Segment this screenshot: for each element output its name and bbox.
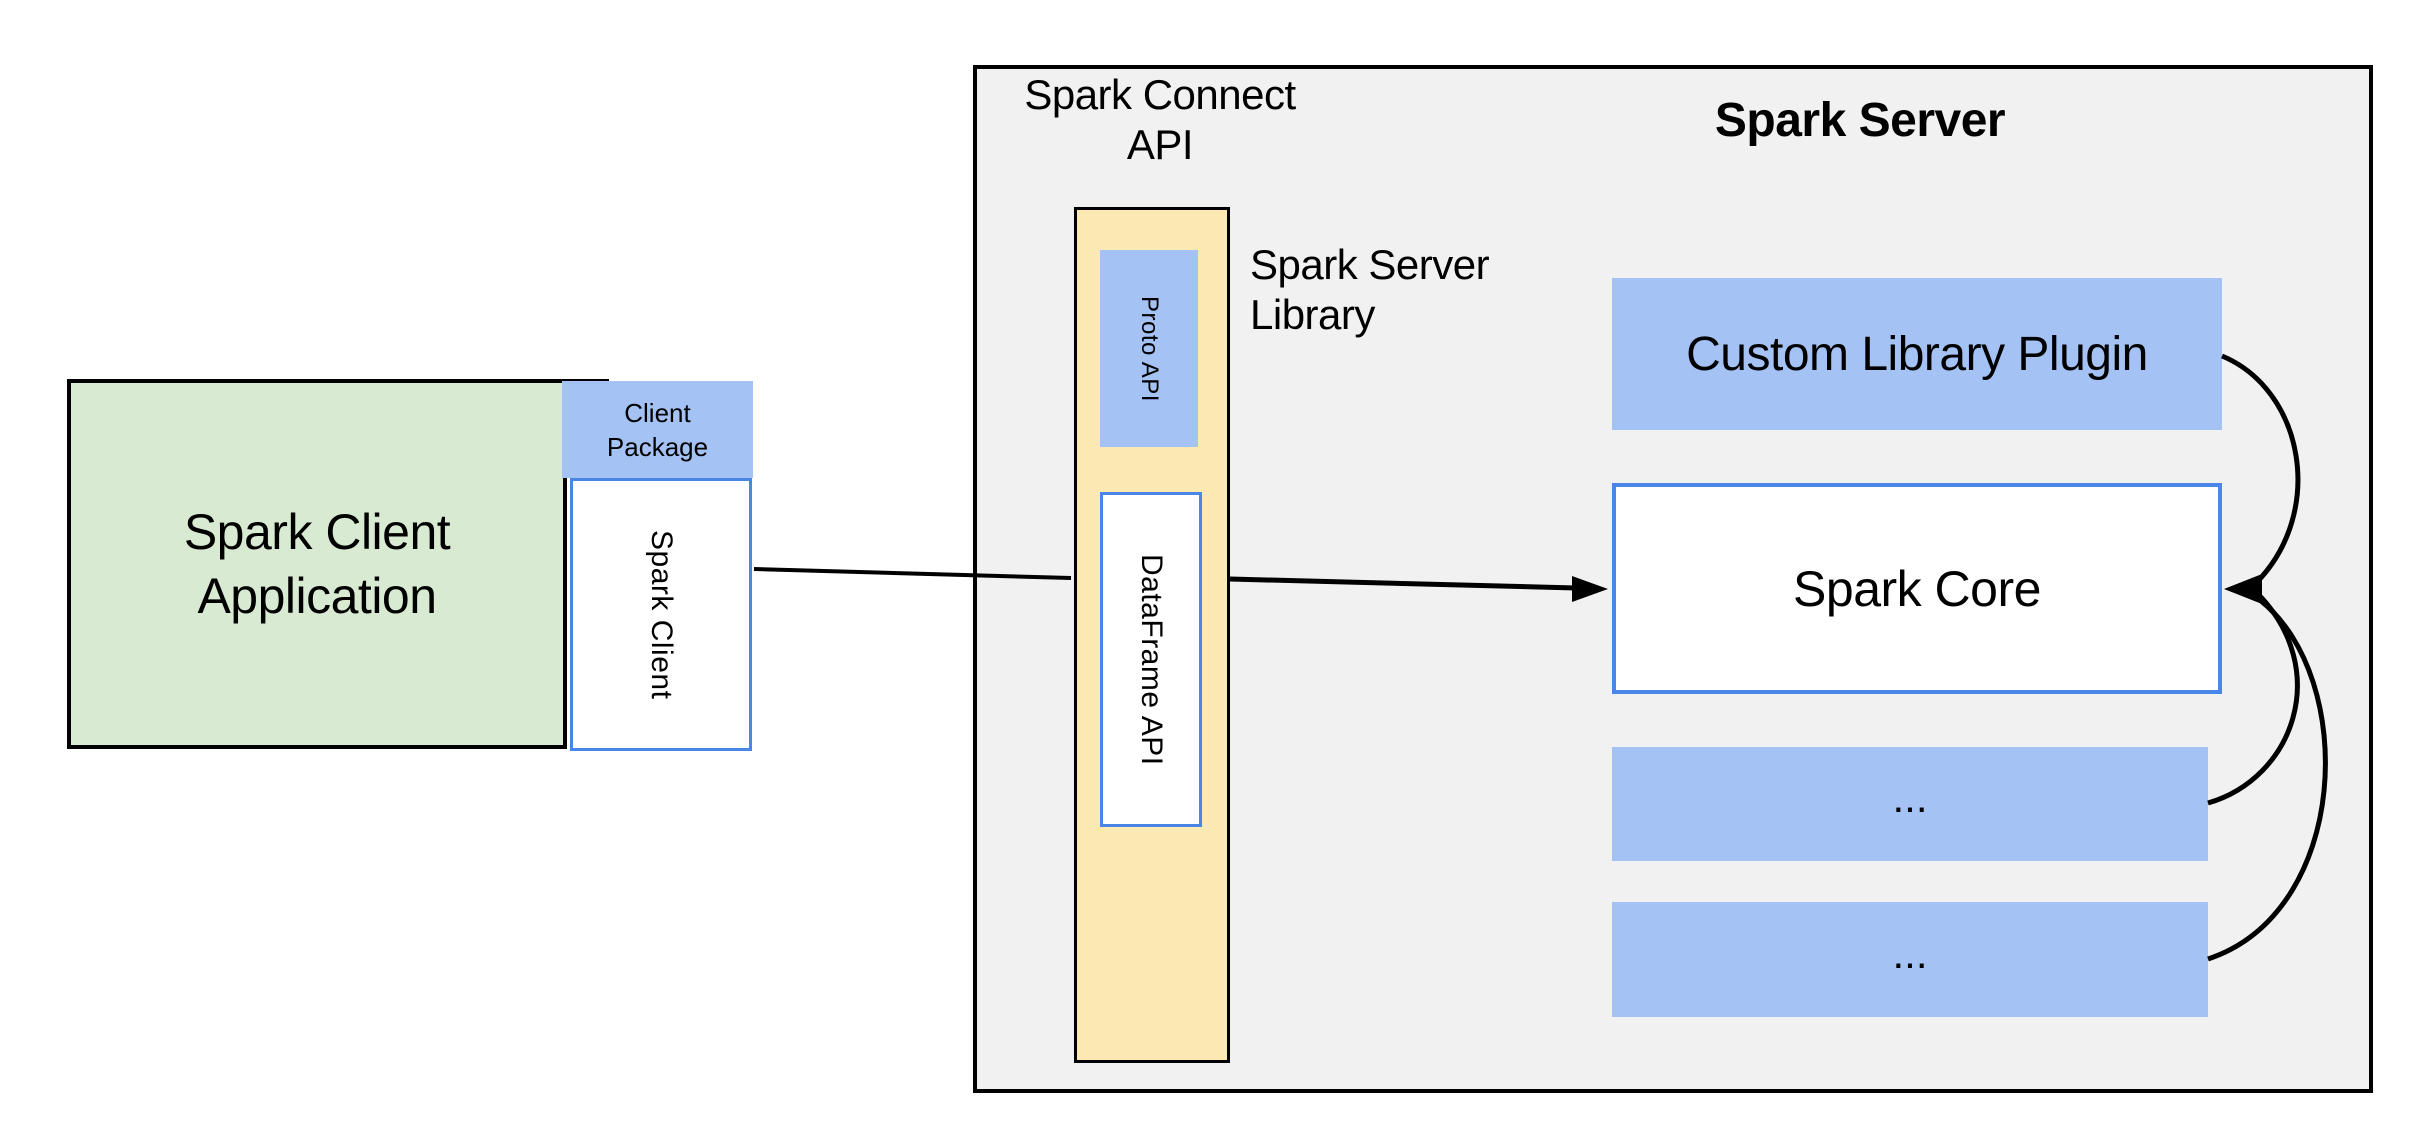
spark-client-label: Spark Client	[645, 529, 678, 700]
spark-server-title: Spark Server	[1714, 94, 2006, 147]
ellipsis-box-1: ...	[1612, 747, 2208, 861]
spark-connect-api-title: Spark Connect API	[960, 70, 1360, 170]
spark-connect-api-title-line1: Spark Connect	[1024, 71, 1296, 118]
dataframe-api-box: DataFrame API	[1100, 492, 1202, 827]
proto-api-label: Proto API	[1136, 295, 1163, 402]
spark-server-library-label-line2: Library	[1250, 291, 1375, 338]
spark-connect-api-title-line2: API	[1126, 121, 1194, 168]
spark-core-label: Spark Core	[1793, 560, 2041, 617]
client-package-label-line2: Package	[606, 431, 709, 462]
spark-client-application-label: Spark Client Application	[183, 500, 451, 628]
ellipsis-box-2: ...	[1612, 902, 2208, 1017]
ellipsis-box-2-label: ...	[1892, 929, 1928, 977]
custom-library-plugin-box: Custom Library Plugin	[1612, 278, 2222, 430]
spark-client-application-label-line2: Application	[197, 568, 437, 624]
client-package-label: Client Package	[607, 396, 708, 464]
ellipsis-box-1-label: ...	[1892, 774, 1928, 821]
spark-core-box: Spark Core	[1612, 483, 2222, 694]
spark-client-application-box: Spark Client Application	[67, 379, 567, 749]
client-package-label-line1: Client	[624, 397, 691, 428]
spark-server-library-label-line1: Spark Server	[1250, 241, 1490, 288]
client-package-box: Client Package	[562, 381, 753, 478]
dataframe-api-label: DataFrame API	[1135, 553, 1168, 766]
spark-server-library-label: Spark Server Library	[1250, 240, 1650, 340]
spark-client-application-label-line1: Spark Client	[183, 504, 451, 560]
custom-library-plugin-label: Custom Library Plugin	[1686, 327, 2148, 381]
proto-api-box: Proto API	[1100, 250, 1198, 447]
spark-client-box: Spark Client	[570, 478, 752, 751]
